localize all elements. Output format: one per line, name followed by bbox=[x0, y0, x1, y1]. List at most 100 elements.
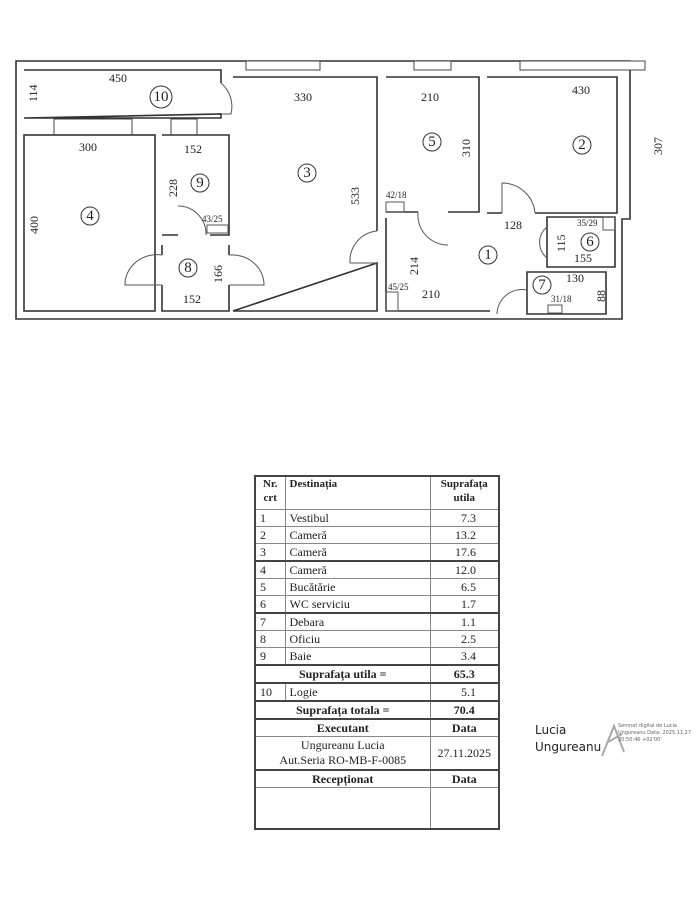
door-swing bbox=[539, 226, 548, 259]
row-nr: 3 bbox=[254, 543, 286, 562]
table-header: Nr. crt Destinația Suprafața utila bbox=[254, 475, 500, 510]
receptionat-date-cell bbox=[429, 787, 500, 830]
row-suprafata: 7.3 bbox=[429, 509, 500, 527]
room-label-9: 9 bbox=[190, 173, 210, 193]
door-swing bbox=[501, 182, 536, 214]
row-destinatia: WC serviciu bbox=[284, 595, 431, 614]
door-swing bbox=[177, 205, 207, 236]
window bbox=[245, 60, 321, 71]
dimension: 115 bbox=[554, 234, 568, 252]
fixture bbox=[385, 201, 405, 213]
floor-plan: 10 3 4 9 8 5 2 1 6 7 114 450 330 533 300… bbox=[15, 60, 665, 320]
dimension: 43/25 bbox=[202, 214, 223, 224]
util-total-row: Suprafața utila = 65.3 bbox=[254, 664, 500, 684]
room-label-8: 8 bbox=[178, 258, 198, 278]
room-label-1: 1 bbox=[478, 245, 498, 265]
room-number: 1 bbox=[484, 247, 492, 263]
header-nr: Nr. crt bbox=[254, 475, 286, 510]
table-row: 5 Bucătărie 6.5 bbox=[254, 578, 500, 596]
dimension: 42/18 bbox=[386, 190, 407, 200]
signature-details: Semnat digital de Lucia Ungureanu Data: … bbox=[618, 723, 692, 743]
room-number: 8 bbox=[184, 260, 192, 276]
door-swing bbox=[349, 230, 378, 264]
dimension: 130 bbox=[566, 271, 584, 285]
signature-name-line2: Ungureanu bbox=[535, 740, 602, 754]
room-2-walls bbox=[487, 76, 618, 214]
dimension: 114 bbox=[26, 84, 40, 102]
row-nr: 1 bbox=[254, 509, 286, 527]
row-destinatia: Logie bbox=[284, 682, 431, 702]
row-nr: 6 bbox=[254, 595, 286, 614]
row-nr: 10 bbox=[254, 682, 286, 702]
row-nr: 2 bbox=[254, 526, 286, 544]
room-label-6: 6 bbox=[580, 232, 600, 252]
dimension: 152 bbox=[184, 142, 202, 156]
room-3-walls bbox=[232, 76, 378, 312]
row-suprafata: 1.1 bbox=[429, 612, 500, 631]
receptionat-row bbox=[254, 787, 500, 830]
fixture bbox=[385, 291, 399, 312]
room-label-7: 7 bbox=[532, 275, 552, 295]
row-suprafata: 3.4 bbox=[429, 647, 500, 666]
dimension: 128 bbox=[504, 218, 522, 232]
row-nr: 9 bbox=[254, 647, 286, 666]
total-value: 70.4 bbox=[453, 703, 475, 717]
table-row: 8 Oficiu 2.5 bbox=[254, 630, 500, 648]
table-row: 2 Cameră 13.2 bbox=[254, 526, 500, 544]
door-swing bbox=[124, 254, 265, 286]
receptionat-cell bbox=[254, 787, 431, 830]
dimension: 210 bbox=[421, 90, 439, 104]
row-destinatia: Cameră bbox=[284, 526, 431, 544]
table-row: 10 Logie 5.1 bbox=[254, 682, 500, 702]
executant-date: 27.11.2025 bbox=[429, 736, 500, 771]
dimension: 533 bbox=[348, 187, 362, 205]
room-number: 3 bbox=[303, 165, 311, 181]
room-7-walls bbox=[526, 271, 607, 315]
dimension: 152 bbox=[183, 292, 201, 306]
fixture bbox=[602, 216, 616, 231]
util-value: 65.3 bbox=[453, 667, 475, 681]
row-destinatia: Debara bbox=[284, 612, 431, 631]
room-10-walls bbox=[23, 69, 222, 119]
window bbox=[413, 60, 452, 71]
table-row: 9 Baie 3.4 bbox=[254, 647, 500, 666]
header-destinatia: Destinația bbox=[284, 475, 431, 510]
executant-name: Ungureanu Lucia bbox=[300, 738, 385, 752]
dimension: 400 bbox=[27, 216, 41, 234]
row-suprafata: 6.5 bbox=[429, 578, 500, 596]
room-number: 2 bbox=[578, 137, 586, 153]
window bbox=[53, 118, 133, 136]
dimension: 430 bbox=[572, 83, 590, 97]
row-nr: 4 bbox=[254, 560, 286, 579]
header-suprafata: Suprafața utila bbox=[429, 475, 500, 510]
dimension: 214 bbox=[407, 257, 421, 275]
room-label-2: 2 bbox=[572, 135, 592, 155]
table-row: 1 Vestibul 7.3 bbox=[254, 509, 500, 527]
dimension: 210 bbox=[422, 287, 440, 301]
signature-name-line1: Lucia bbox=[535, 723, 567, 737]
row-destinatia: Oficiu bbox=[284, 630, 431, 648]
dimension: 300 bbox=[79, 140, 97, 154]
dimension: 450 bbox=[109, 71, 127, 85]
row-suprafata: 1.7 bbox=[429, 595, 500, 614]
data-label: Data bbox=[451, 721, 477, 735]
row-suprafata: 13.2 bbox=[429, 526, 500, 544]
util-label: Suprafața utila = bbox=[298, 667, 387, 681]
door-swing bbox=[496, 289, 528, 315]
room-number: 6 bbox=[586, 234, 594, 250]
signature-mark-icon bbox=[601, 723, 625, 757]
row-nr: 7 bbox=[254, 612, 286, 631]
dimension: 330 bbox=[294, 90, 312, 104]
row-destinatia: Baie bbox=[284, 647, 431, 666]
room-number: 9 bbox=[196, 175, 204, 191]
door-swing bbox=[220, 82, 233, 115]
table-row: 6 WC serviciu 1.7 bbox=[254, 595, 500, 614]
total-row: Suprafața totala = 70.4 bbox=[254, 700, 500, 720]
row-suprafata: 2.5 bbox=[429, 630, 500, 648]
room-label-5: 5 bbox=[422, 132, 442, 152]
fixture bbox=[206, 224, 229, 234]
executant-auth: Aut.Seria RO-MB-F-0085 bbox=[279, 753, 407, 767]
total-label: Suprafața totala = bbox=[295, 703, 390, 717]
dimension: 88 bbox=[594, 290, 608, 302]
dimension: 155 bbox=[574, 251, 592, 265]
